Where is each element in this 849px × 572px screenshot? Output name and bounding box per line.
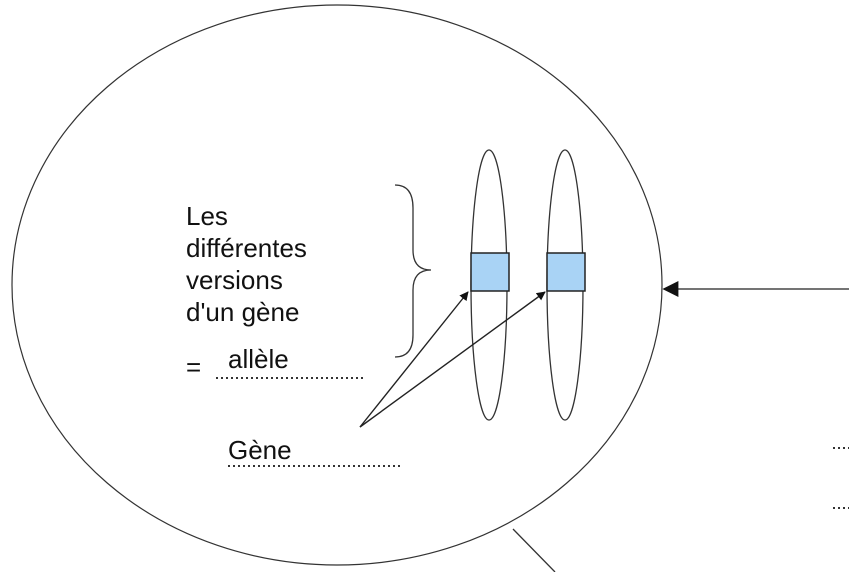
curly-brace [394, 184, 432, 358]
equals-sign: = [186, 352, 202, 382]
gene-label: Gène [228, 435, 292, 465]
gene-box-right [546, 252, 586, 292]
versions-line-1: Les [186, 201, 228, 231]
versions-line-2: différentes [186, 233, 307, 263]
arrow-gene-left [359, 291, 469, 428]
gene-box-left [470, 252, 510, 292]
pointer-line-bottom [512, 528, 556, 572]
allele-definition-text: Les différentes versions d'un gène [186, 200, 307, 328]
arrow-gene-right [359, 291, 546, 428]
cell-outline [11, 4, 663, 566]
allele-label: allèle [228, 344, 289, 374]
versions-line-3: versions [186, 265, 283, 295]
versions-line-4: d'un gène [186, 297, 300, 327]
